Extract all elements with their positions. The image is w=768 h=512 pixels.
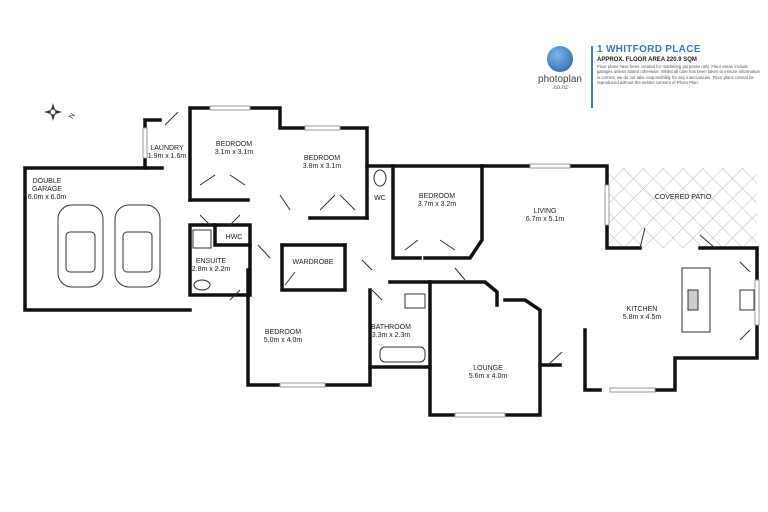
globe-logo-icon — [547, 46, 573, 72]
garage-label: GARAGE — [32, 186, 62, 193]
bedroom-label: BEDROOM — [304, 155, 340, 162]
brand-name: photoplan — [538, 74, 582, 85]
bedroom-size: 3.1m x 3.1m — [215, 149, 254, 156]
fixtures — [57, 169, 755, 363]
wardrobe-label: WARDROBE — [293, 259, 334, 266]
disclaimer: Floor plans have been created for market… — [597, 64, 760, 85]
vanity-icon — [404, 293, 426, 309]
car-icon — [57, 204, 104, 288]
hwc-label: HWC — [226, 234, 243, 241]
brand-domain: .co.nz — [551, 85, 568, 91]
walls — [23, 106, 759, 417]
bedroom-size: 3.8m x 3.1m — [303, 163, 342, 170]
laundry-label: LAUNDRY — [150, 145, 184, 152]
patio-hatching — [609, 168, 757, 248]
car-icon — [114, 204, 161, 288]
kitchen-island — [681, 267, 711, 333]
bathroom-size: 3.3m x 2.3m — [372, 332, 411, 339]
room-labels: DOUBLE GARAGE 6.0m x 6.0m LAUNDRY 1.9m x… — [28, 141, 712, 380]
ensuite-label: ENSUITE — [196, 258, 227, 265]
lounge-label: LOUNGE — [473, 365, 503, 372]
laundry-size: 1.9m x 1.6m — [148, 153, 187, 160]
property-title: 1 WHITFORD PLACE — [597, 44, 701, 55]
toilet-icon — [373, 169, 387, 187]
lounge-size: 5.6m x 4.0m — [469, 373, 508, 380]
windows — [142, 105, 760, 418]
bedroom-label: BEDROOM — [265, 329, 301, 336]
header-divider — [591, 46, 593, 108]
cooktop-icon — [739, 289, 755, 311]
kitchen-size: 5.8m x 4.5m — [623, 314, 662, 321]
floor-area: APPROX. FLOOR AREA 220.9 SQM — [597, 57, 697, 63]
photoplan-logo: photoplan .co.nz — [535, 46, 585, 91]
garage-size: 6.0m x 6.0m — [28, 194, 67, 201]
living-size: 6.7m x 5.1m — [526, 216, 565, 223]
bedroom-label: BEDROOM — [419, 193, 455, 200]
wc-label: WC — [374, 195, 386, 202]
patio-label: COVERED PATIO — [655, 194, 712, 201]
compass-rose-icon: N — [44, 103, 77, 121]
ensuite-size: 2.8m x 2.2m — [192, 266, 231, 273]
bedroom-label: BEDROOM — [216, 141, 252, 148]
doors — [164, 111, 751, 366]
bath-icon — [379, 346, 426, 363]
garage-label: DOUBLE — [33, 178, 62, 185]
compass-north-label: N — [68, 112, 77, 120]
plan-header: photoplan .co.nz 1 WHITFORD PLACE APPROX… — [535, 44, 760, 114]
bedroom-size: 3.7m x 3.2m — [418, 201, 457, 208]
kitchen-label: KITCHEN — [627, 306, 658, 313]
living-label: LIVING — [534, 208, 557, 215]
bedroom-size: 5.0m x 4.0m — [264, 337, 303, 344]
bathroom-label: BATHROOM — [371, 324, 411, 331]
toilet-icon — [193, 279, 211, 291]
shower-icon — [192, 229, 212, 249]
sink-icon — [687, 289, 699, 311]
